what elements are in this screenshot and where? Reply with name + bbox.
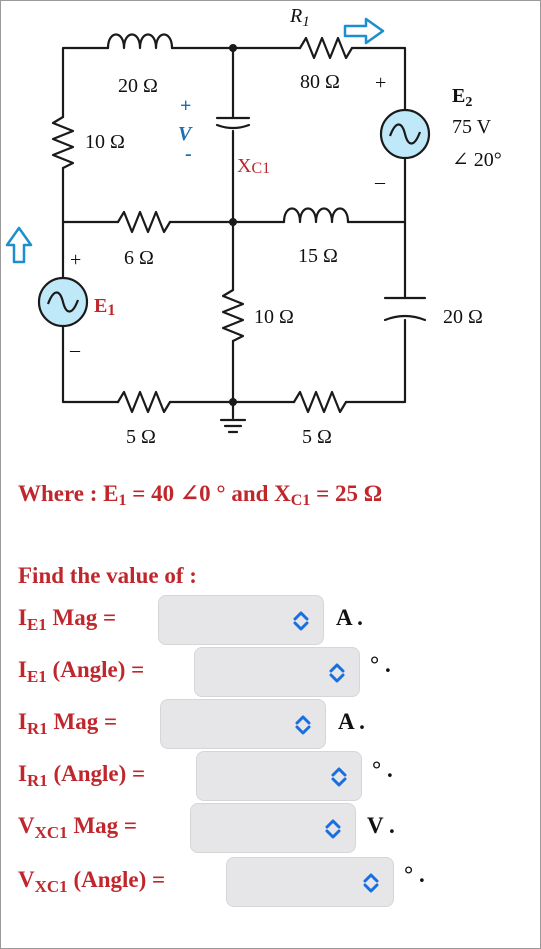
question-vxc1-angle: VXC1 (Angle) =	[18, 856, 165, 908]
resistor-6-ohm	[116, 210, 172, 234]
e1-minus-sign: –	[69, 339, 81, 361]
find-title: Find the value of :	[18, 563, 197, 588]
question-label: IE1 Mag =	[18, 605, 117, 634]
label-capacitor-20: 20 Ω	[443, 306, 483, 328]
label-xc1: XC1	[237, 155, 270, 177]
e2-plus-sign: +	[375, 72, 386, 94]
label-inductor-20: 20 Ω	[118, 75, 158, 97]
inductor-20-ohm	[106, 33, 174, 50]
capacitor-20-ohm-plate-bottom	[383, 314, 427, 322]
resistor-80-ohm	[298, 36, 354, 60]
label-resistor-10-left: 10 Ω	[85, 131, 125, 153]
vxc1-mag-select[interactable]	[190, 803, 356, 853]
label-e2-angle: ∠ 20°	[452, 149, 502, 171]
label-inductor-15: 15 Ω	[298, 245, 338, 267]
chevron-updown-icon	[325, 819, 341, 839]
label-r1: R1	[289, 5, 310, 30]
chevron-updown-icon	[293, 611, 309, 631]
label-resistor-80: 80 Ω	[300, 71, 340, 93]
question-label: VXC1 (Angle) =	[18, 867, 166, 896]
ir1-mag-select[interactable]	[160, 699, 326, 749]
ir1-angle-unit: ° .	[372, 757, 393, 782]
ie1-angle-select[interactable]	[194, 647, 360, 697]
chevron-updown-icon	[363, 873, 379, 893]
label-e2-voltage: 75 V	[452, 116, 492, 138]
question-label: IR1 Mag =	[18, 709, 118, 738]
ground-symbol	[219, 418, 247, 434]
ir1-angle-select[interactable]	[196, 751, 362, 801]
ir1-mag-unit: A .	[338, 709, 365, 734]
capacitor-xc1-plate-bottom	[215, 123, 251, 130]
current-arrow-r1-icon	[343, 17, 385, 45]
label-resistor-5-left: 5 Ω	[126, 426, 156, 448]
question-ir1-mag: IR1 Mag =	[18, 698, 117, 750]
given-values-line: Where : E1 = 40 ∠0 ° and XC1 = 25 Ω	[18, 481, 383, 509]
resistor-10-ohm-middle	[221, 288, 245, 343]
question-label: VXC1 Mag =	[18, 813, 138, 842]
label-e1: E1	[94, 295, 115, 319]
vc-minus-sign: -	[185, 143, 192, 165]
chevron-updown-icon	[295, 715, 311, 735]
circuit-diagram: R1 20 Ω 80 Ω + – E2 75 V ∠ 20° 10 Ω + V …	[5, 5, 502, 448]
question-ir1-angle: IR1 (Angle) =	[18, 750, 145, 802]
ie1-mag-unit: A .	[336, 605, 363, 630]
vc-letter: V	[178, 123, 193, 145]
resistor-5-ohm-left	[116, 390, 172, 414]
chevron-updown-icon	[331, 767, 347, 787]
chevron-updown-icon	[329, 663, 345, 683]
vxc1-mag-unit: V .	[367, 813, 395, 838]
vxc1-angle-select[interactable]	[226, 857, 394, 907]
vc-plus-sign: +	[180, 95, 191, 117]
question-ie1-angle: IE1 (Angle) =	[18, 646, 144, 698]
label-resistor-5-right: 5 Ω	[302, 426, 332, 448]
label-resistor-6: 6 Ω	[124, 247, 154, 269]
inductor-15-ohm	[282, 207, 350, 224]
e1-plus-sign: +	[70, 249, 81, 271]
sine-icon	[46, 291, 80, 313]
question-ie1-mag: IE1 Mag =	[18, 594, 116, 646]
sine-icon	[388, 123, 422, 145]
question-vxc1-mag: VXC1 Mag =	[18, 802, 137, 854]
question-label: IR1 (Angle) =	[18, 761, 146, 790]
ie1-mag-select[interactable]	[158, 595, 324, 645]
e2-minus-sign: –	[374, 171, 386, 193]
label-e2: E2	[452, 85, 472, 110]
resistor-5-ohm-right	[292, 390, 348, 414]
ie1-angle-unit: ° .	[370, 652, 391, 677]
question-label: IE1 (Angle) =	[18, 657, 145, 686]
vxc1-angle-unit: ° .	[404, 862, 425, 887]
wire-top-left	[61, 46, 110, 119]
resistor-10-ohm-left	[51, 115, 75, 170]
label-resistor-10-middle: 10 Ω	[254, 306, 294, 328]
current-arrow-e1-icon	[5, 226, 33, 264]
